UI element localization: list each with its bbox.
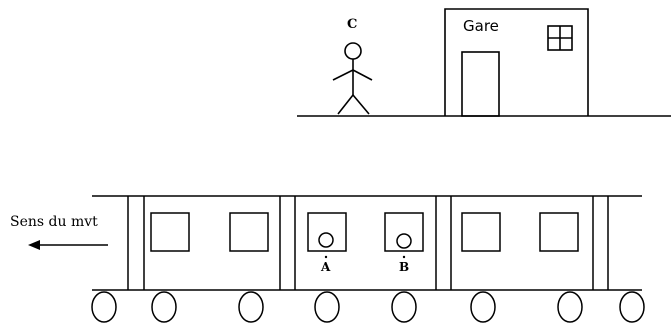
train-window-5 <box>462 213 500 251</box>
observer-c-label: C <box>347 17 357 32</box>
train-window-1 <box>151 213 189 251</box>
station-label: Gare <box>463 17 499 35</box>
observer-c-leg-right <box>353 95 369 114</box>
passenger-a-label: A <box>320 260 331 274</box>
train-wheel-5 <box>392 292 416 322</box>
passenger-a-head <box>319 233 333 247</box>
passenger-a-marker-dot <box>325 256 327 258</box>
train-wheel-7 <box>558 292 582 322</box>
train-window-6 <box>540 213 578 251</box>
observer-c-arms-left <box>333 70 353 80</box>
train-window-3 <box>308 213 346 251</box>
train-wheel-4 <box>315 292 339 322</box>
train <box>92 196 644 322</box>
observer-c-leg-left <box>338 95 353 114</box>
passenger-b-head <box>397 234 411 248</box>
passenger-b-label: B <box>399 260 409 274</box>
observer-c-head <box>345 43 361 59</box>
train-window-4 <box>385 213 423 251</box>
direction-arrow <box>28 240 108 250</box>
train-wheel-6 <box>471 292 495 322</box>
direction-label: Sens du mvt <box>10 214 98 230</box>
train-wheel-8 <box>620 292 644 322</box>
train-wheel-1 <box>92 292 116 322</box>
train-wheel-3 <box>239 292 263 322</box>
observer-c <box>333 43 372 114</box>
direction-arrow-head <box>28 240 40 250</box>
station-door <box>462 52 499 116</box>
train-wheel-2 <box>152 292 176 322</box>
observer-c-arms-right <box>353 70 372 80</box>
passenger-b-marker-dot <box>403 256 405 258</box>
train-window-2 <box>230 213 268 251</box>
